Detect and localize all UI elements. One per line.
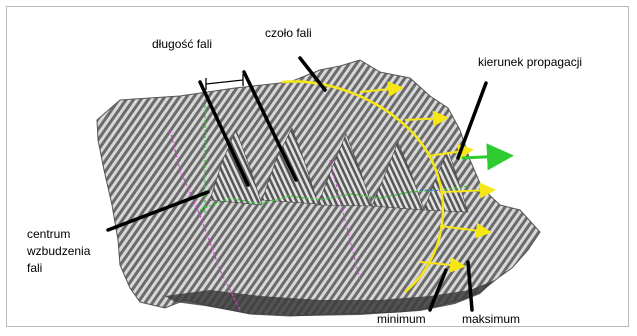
maximum-label: maksimum — [462, 312, 520, 327]
excitation-center-line-3: fali — [27, 260, 127, 277]
main-propagation-arrow — [462, 156, 505, 158]
wavelength-label: długość fali — [152, 37, 212, 52]
excitation-center-line-1: centrum — [27, 226, 127, 243]
wave-front-label: czoło fali — [265, 26, 312, 41]
direction-pointer — [458, 83, 486, 158]
propagation-direction-label: kierunek propagacji — [478, 55, 582, 70]
wave-surface — [97, 60, 540, 316]
excitation-center-label: centrum wzbudzenia fali — [27, 226, 127, 277]
minimum-label: minimum — [377, 312, 426, 327]
excitation-center-line-2: wzbudzenia — [27, 243, 127, 260]
